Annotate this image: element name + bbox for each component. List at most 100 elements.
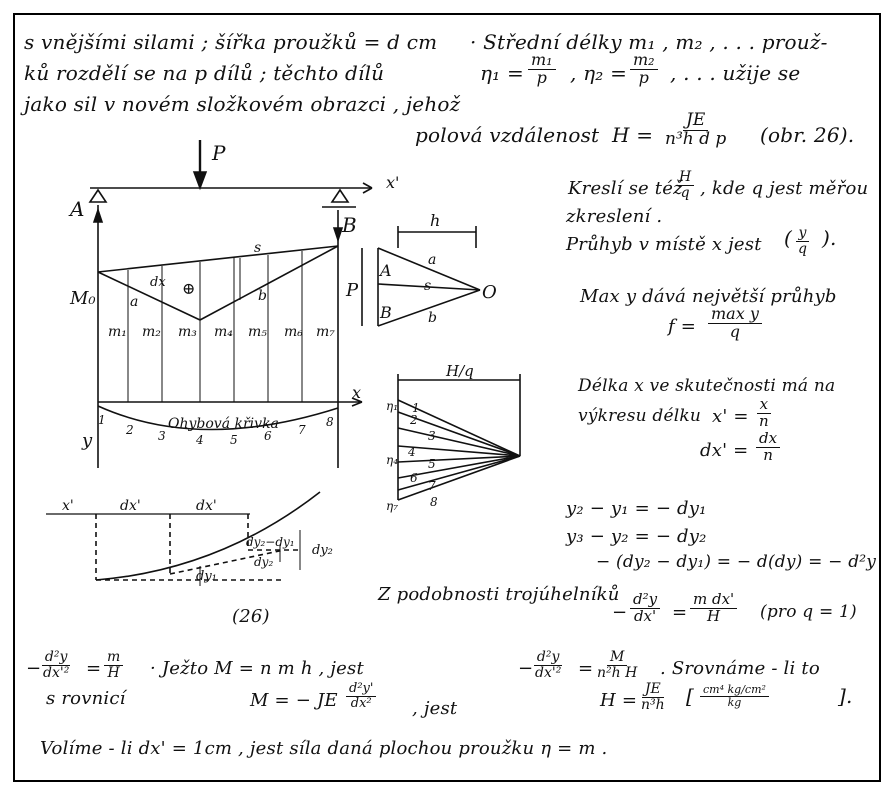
label-s: s bbox=[254, 240, 261, 256]
label-a-small: a bbox=[130, 294, 138, 310]
deflection-curve bbox=[97, 405, 339, 431]
text-line-2-left: ků rozdělí se na p dílů ; těchto dílů bbox=[24, 61, 385, 85]
label-s2: s bbox=[424, 278, 431, 294]
label-m0: M₀ bbox=[69, 288, 96, 309]
label-m5: m₅ bbox=[248, 324, 267, 340]
b2-equals: = bbox=[578, 658, 594, 679]
text-line-1-left: s vnějšími silami ; šířka proužků = d cm bbox=[24, 30, 438, 54]
text-right-6: výkresu délku bbox=[578, 406, 702, 426]
fan-num-8: 8 bbox=[430, 495, 438, 509]
fraction-mdx-h: m dx'H bbox=[690, 591, 738, 625]
label-plus: ⊕ bbox=[182, 279, 195, 298]
curve-num-1: 1 bbox=[98, 413, 106, 427]
text-right-5: Délka x ve skutečnosti má na bbox=[578, 376, 836, 396]
curve-num-8: 8 bbox=[326, 415, 334, 429]
eta2-label: , η₂ = bbox=[570, 61, 628, 85]
b1-jezto: · Ježto M = n m h , jest bbox=[150, 658, 364, 679]
label-eta1: η₁ bbox=[386, 399, 398, 413]
fan-num-1: 1 bbox=[412, 401, 420, 415]
pro-q-note: (pro q = 1) bbox=[760, 602, 857, 622]
label-y: y bbox=[81, 430, 93, 451]
text-right-1b: , kde q jest měřou bbox=[700, 178, 869, 199]
figure-reference: (obr. 26). bbox=[760, 123, 855, 147]
label-b2: B bbox=[379, 303, 392, 322]
label-b3: b bbox=[428, 310, 437, 326]
label-dy2: dy₂ bbox=[312, 543, 333, 558]
b2-minus: − bbox=[518, 658, 534, 679]
text-line-4-left: polová vzdálenost bbox=[415, 123, 600, 147]
label-p2: P bbox=[345, 280, 359, 301]
label-m7: m₇ bbox=[316, 324, 335, 340]
label-m2: m₂ bbox=[142, 324, 161, 340]
label-m4: m₄ bbox=[214, 324, 233, 340]
equation-3: − (dy₂ − dy₁) = − d(dy) = − d²y bbox=[596, 552, 877, 572]
curve-num-5: 5 bbox=[230, 433, 238, 447]
label-h-over-q: H/q bbox=[445, 362, 474, 380]
paren-open: ( bbox=[784, 226, 793, 250]
bottom-line: Volíme - li dx' = 1cm , jest síla daná p… bbox=[40, 738, 608, 759]
label-x: x bbox=[352, 383, 361, 402]
paren-close: ). bbox=[822, 226, 837, 250]
b3-rovnici: s rovnicí bbox=[46, 688, 126, 709]
text-right-2: zkreslení . bbox=[566, 206, 663, 227]
b3-jest: , jest bbox=[412, 698, 458, 719]
b3-h-label: H = bbox=[600, 690, 638, 711]
b2-srovname: . Srovnáme - li to bbox=[660, 658, 820, 679]
fan-num-7: 7 bbox=[428, 479, 436, 493]
text-line-1-right: · Střední délky m₁ , m₂ , . . . prouž- bbox=[470, 30, 828, 54]
fan-num-4: 4 bbox=[407, 445, 416, 459]
fan-num-2: 2 bbox=[409, 413, 418, 427]
label-eta4: η₄ bbox=[386, 453, 398, 467]
curve-num-6: 6 bbox=[264, 429, 272, 443]
label-eta7: η₇ bbox=[386, 499, 398, 513]
h-equation-label: H = bbox=[612, 123, 654, 147]
fan-num-6: 6 bbox=[410, 471, 418, 485]
label-a: A bbox=[68, 197, 84, 221]
eta1-label: η₁ = bbox=[480, 61, 524, 85]
text-right-1: Kreslí se též bbox=[568, 178, 683, 199]
label-p: P bbox=[211, 141, 226, 165]
dx-prime-equation-label: dx' = bbox=[700, 440, 749, 461]
label-m6: m₆ bbox=[284, 324, 303, 340]
text-line-3: jako sil v novém složkovém obrazci , jeh… bbox=[24, 92, 461, 116]
bracket-close: ]. bbox=[838, 684, 853, 708]
label-a2: A bbox=[378, 261, 392, 280]
curve-num-3: 3 bbox=[158, 429, 166, 443]
support-b bbox=[330, 188, 350, 203]
b3-moment: M = − JE bbox=[250, 690, 338, 711]
equals-sign: = bbox=[672, 602, 688, 623]
label-dx-prime-2: dx' bbox=[196, 498, 217, 514]
b1-minus: − bbox=[26, 658, 42, 679]
f-equation-label: f = bbox=[668, 316, 697, 337]
minus-sign: − bbox=[612, 602, 628, 623]
text-right-3: Průhyb v místě x jest bbox=[566, 234, 762, 255]
equation-1: y₂ − y₁ = − dy₁ bbox=[566, 498, 707, 519]
deflection-curve-label: Ohybová křivka bbox=[168, 416, 279, 432]
curve-num-7: 7 bbox=[298, 423, 306, 437]
label-m3: m₃ bbox=[178, 324, 197, 340]
fan-num-3: 3 bbox=[428, 429, 436, 443]
label-dy1: dy₁ bbox=[196, 569, 217, 584]
fan-num-5: 5 bbox=[428, 457, 436, 471]
label-h: h bbox=[430, 211, 440, 230]
label-a3: a bbox=[428, 252, 436, 268]
support-a bbox=[88, 188, 108, 203]
text-line-2-rest: , . . . užije se bbox=[670, 61, 801, 85]
similar-triangles-text: Z podobnosti trojúhelníků bbox=[378, 584, 620, 605]
